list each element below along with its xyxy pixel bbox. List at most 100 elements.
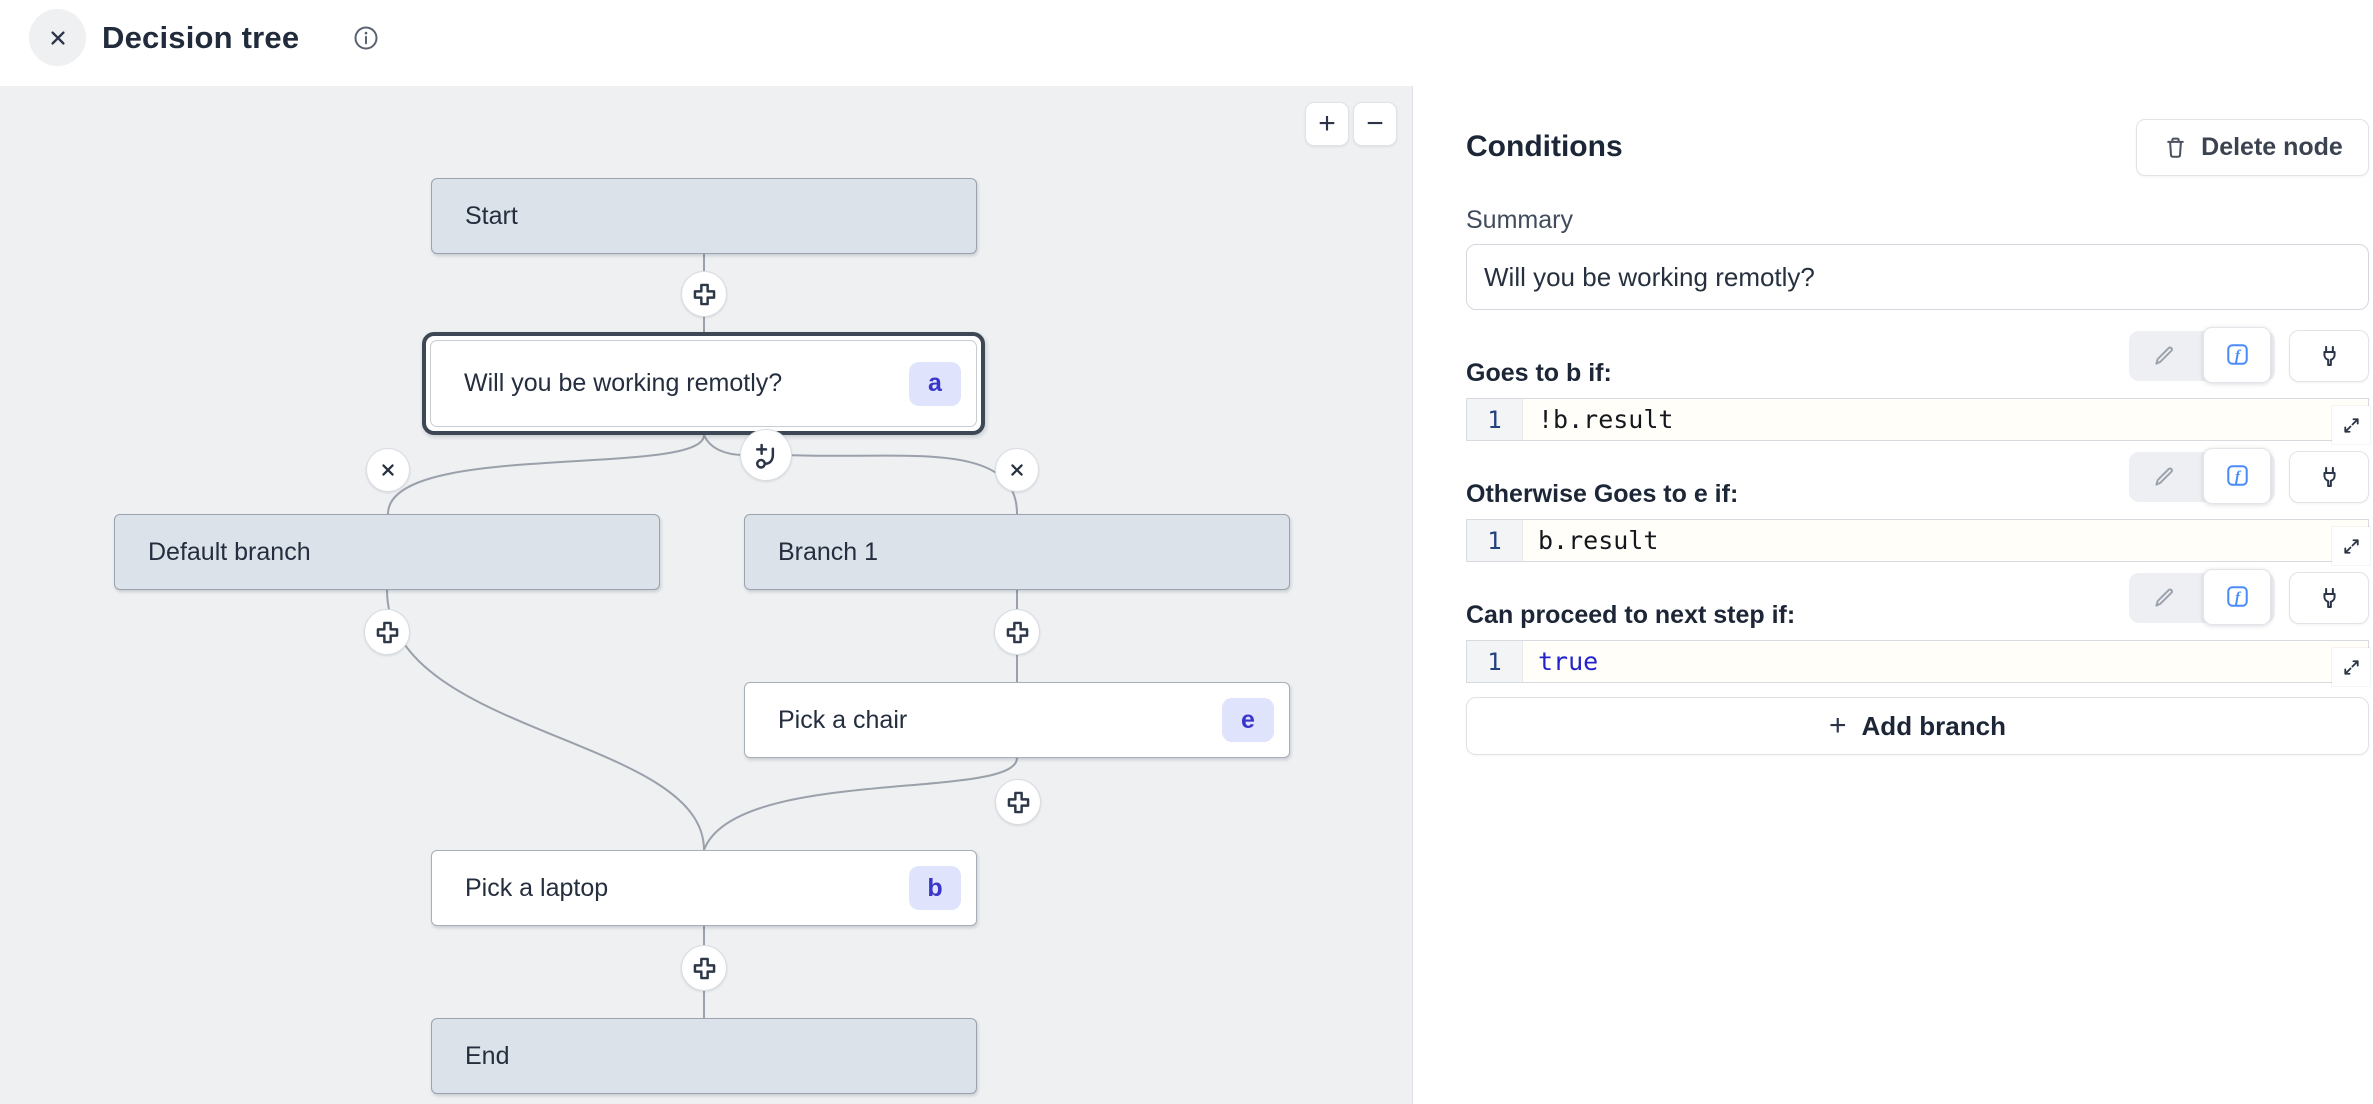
node-badge: a xyxy=(909,361,961,406)
flow-canvas: Start Will you be working remotly? a Def… xyxy=(0,86,1413,1104)
add-branch-button[interactable]: + Add branch xyxy=(1466,697,2369,755)
svg-text:f: f xyxy=(2234,468,2241,485)
code-text: !b.result xyxy=(1538,405,1674,434)
connect-source-button[interactable] xyxy=(2289,572,2369,624)
line-number: 1 xyxy=(1467,399,1523,440)
fx-icon: f xyxy=(2226,344,2248,365)
node-label: Pick a chair xyxy=(778,705,908,734)
add-branch-button-canvas[interactable] xyxy=(740,429,792,481)
plus-icon xyxy=(1007,791,1029,813)
plus-icon: + xyxy=(1829,709,1847,742)
text-mode-button[interactable] xyxy=(2129,573,2199,623)
delete-edge-button-right[interactable] xyxy=(995,448,1039,492)
editor-mode-controls: f xyxy=(2129,568,2369,625)
delete-node-button[interactable]: Delete node xyxy=(2136,119,2369,176)
plus-icon xyxy=(693,283,715,305)
node-start[interactable]: Start xyxy=(431,178,977,254)
close-button[interactable] xyxy=(29,9,86,66)
panel-title: Conditions xyxy=(1466,130,1623,163)
expand-editor-button[interactable] xyxy=(2332,648,2370,686)
plus-icon: + xyxy=(1318,107,1336,140)
svg-text:f: f xyxy=(2234,589,2241,606)
node-label: Will you be working remotly? xyxy=(464,369,783,397)
fx-icon: f xyxy=(2226,586,2248,607)
close-icon xyxy=(50,30,65,45)
line-number: 1 xyxy=(1467,641,1523,682)
plug-icon xyxy=(2322,345,2336,366)
condition-row-can-proceed: Can proceed to next step if: f 1 true xyxy=(1466,568,2370,688)
add-node-button[interactable] xyxy=(995,779,1041,825)
expression-mode-button[interactable]: f xyxy=(2203,568,2271,625)
trash-icon xyxy=(2167,137,2184,158)
condition-label: Can proceed to next step if: xyxy=(1466,601,1796,629)
plus-icon xyxy=(1006,621,1028,643)
delete-edge-button-left[interactable] xyxy=(366,448,410,492)
mode-segmented-control: f xyxy=(2129,568,2275,625)
condition-label: Otherwise Goes to e if: xyxy=(1466,480,1739,508)
add-branch-label: Add branch xyxy=(1861,710,2006,741)
editor-mode-controls: f xyxy=(2129,447,2369,504)
node-condition-inner: Will you be working remotly? a xyxy=(430,340,977,427)
node-label: Pick a laptop xyxy=(465,873,609,902)
pencil-icon xyxy=(2155,467,2173,486)
zoom-out-button[interactable]: − xyxy=(1353,102,1397,146)
code-editor[interactable]: 1 true xyxy=(1466,640,2369,683)
pencil-icon xyxy=(2155,346,2173,365)
plug-icon xyxy=(2322,466,2336,487)
expand-icon xyxy=(2343,659,2359,675)
zoom-in-button[interactable]: + xyxy=(1305,102,1349,146)
node-pick-a-chair[interactable]: Pick a chair e xyxy=(744,682,1290,758)
expand-icon xyxy=(2343,538,2359,554)
expand-editor-button[interactable] xyxy=(2332,527,2370,565)
node-end[interactable]: End xyxy=(431,1018,977,1094)
add-node-button[interactable] xyxy=(364,609,410,655)
node-label: End xyxy=(465,1041,510,1070)
add-node-button[interactable] xyxy=(681,271,727,317)
info-icon[interactable] xyxy=(352,24,380,52)
plus-icon xyxy=(693,957,715,979)
condition-row-goes-to-e: Otherwise Goes to e if: f 1 b.result xyxy=(1466,447,2370,567)
fx-icon: f xyxy=(2226,465,2248,486)
summary-label: Summary xyxy=(1466,206,1573,234)
mode-segmented-control: f xyxy=(2129,447,2275,504)
code-text: b.result xyxy=(1538,526,1659,555)
plug-icon xyxy=(2322,587,2336,608)
expand-icon xyxy=(2343,417,2359,433)
text-mode-button[interactable] xyxy=(2129,331,2199,381)
add-node-button[interactable] xyxy=(681,945,727,991)
node-label: Branch 1 xyxy=(778,537,879,566)
expand-editor-button[interactable] xyxy=(2332,406,2370,444)
node-condition-selected[interactable]: Will you be working remotly? a xyxy=(422,332,985,435)
x-icon xyxy=(382,464,394,476)
node-badge: b xyxy=(909,866,961,910)
condition-row-goes-to-b: Goes to b if: f 1 !b.result xyxy=(1466,326,2370,446)
page-title: Decision tree xyxy=(102,20,300,55)
mode-segmented-control: f xyxy=(2129,326,2275,383)
code-editor[interactable]: 1 !b.result xyxy=(1466,398,2369,441)
add-node-button[interactable] xyxy=(994,609,1040,655)
node-branch-1[interactable]: Branch 1 xyxy=(744,514,1290,590)
x-icon xyxy=(1011,464,1023,476)
node-pick-a-laptop[interactable]: Pick a laptop b xyxy=(431,850,977,926)
expression-mode-button[interactable]: f xyxy=(2203,447,2271,504)
summary-input[interactable] xyxy=(1466,244,2369,310)
node-default-branch[interactable]: Default branch xyxy=(114,514,660,590)
delete-node-label: Delete node xyxy=(2201,133,2343,161)
editor-mode-controls: f xyxy=(2129,326,2369,383)
minus-icon: − xyxy=(1366,107,1384,140)
connect-source-button[interactable] xyxy=(2289,451,2369,503)
branch-plus-icon xyxy=(756,443,775,469)
code-editor[interactable]: 1 b.result xyxy=(1466,519,2369,562)
code-text: true xyxy=(1538,647,1599,676)
conditions-panel: Conditions Delete node Summary Goes to b… xyxy=(1413,86,2373,1104)
text-mode-button[interactable] xyxy=(2129,452,2199,502)
plus-icon xyxy=(376,621,398,643)
connect-source-button[interactable] xyxy=(2289,330,2369,382)
node-label: Start xyxy=(465,201,518,230)
condition-label: Goes to b if: xyxy=(1466,359,1612,387)
svg-text:f: f xyxy=(2234,347,2241,364)
header: Decision tree xyxy=(0,0,2373,86)
pencil-icon xyxy=(2155,588,2173,607)
expression-mode-button[interactable]: f xyxy=(2203,326,2271,383)
